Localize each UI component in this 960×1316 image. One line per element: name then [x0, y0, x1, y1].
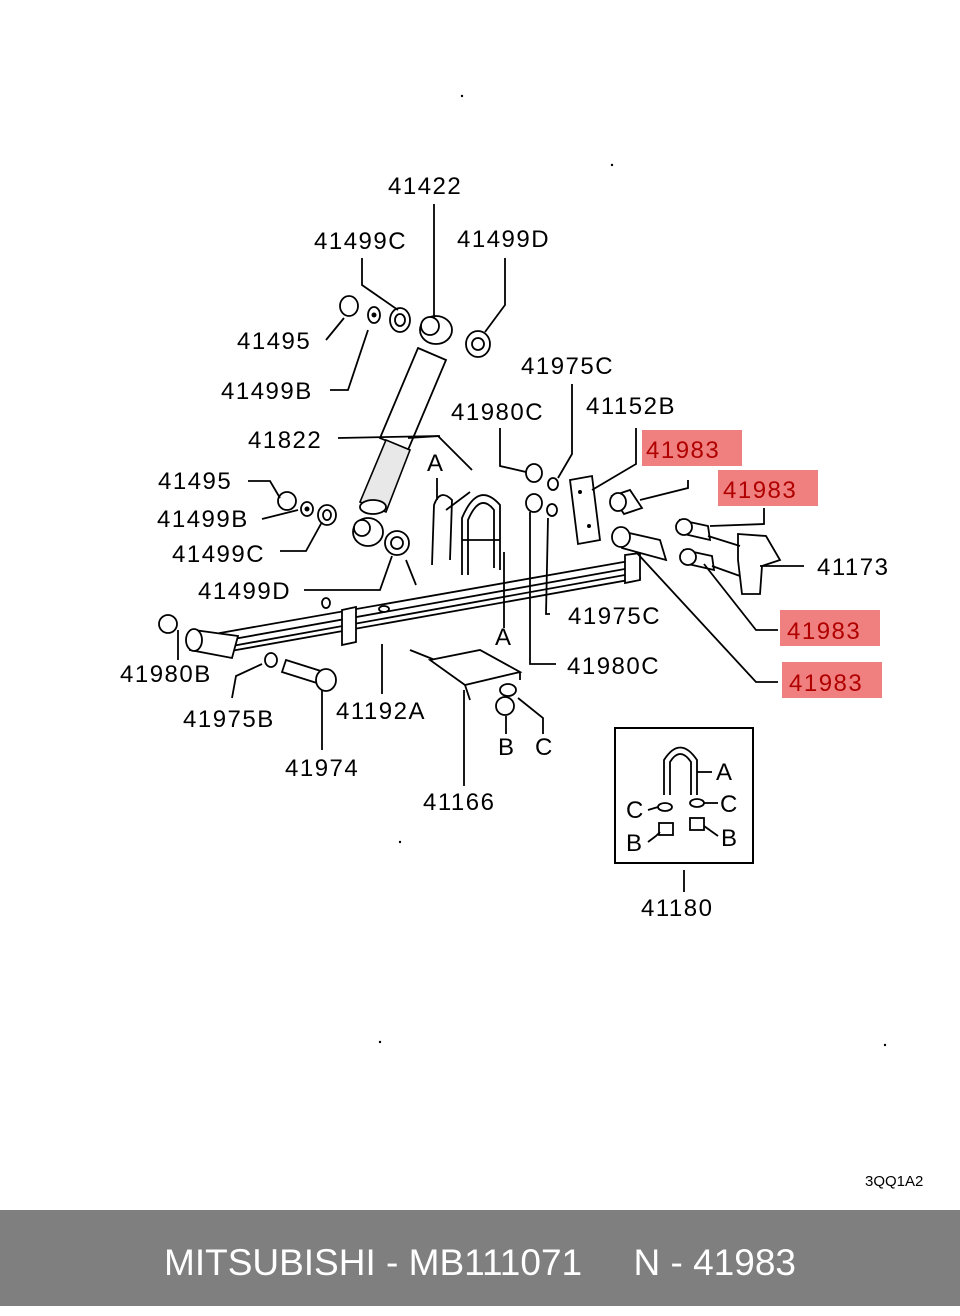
footer-bar: MITSUBISHI - MB111071 N - 41983 [0, 1210, 960, 1306]
figure-code: 3QQ1A2 [865, 1173, 923, 1190]
label-41975c-mid: 41975C [568, 603, 661, 630]
label-41980c-top: 41980C [451, 399, 544, 426]
highlight-box-1 [642, 430, 742, 466]
label-a-top: A [427, 450, 443, 477]
part-labels: 41422 41499C 41499D 41495 41499B 41975C … [120, 173, 923, 1190]
label-41495-mid: 41495 [158, 468, 232, 495]
label-41975c-top: 41975C [521, 353, 614, 380]
inset-label-b-right: B [721, 825, 737, 852]
highlight-box-2 [718, 470, 818, 506]
label-41975b: 41975B [183, 706, 275, 733]
highlight-41983-4: 41983 [789, 670, 863, 697]
highlight-41983-1: 41983 [646, 437, 720, 464]
inset-label-c-right: C [720, 791, 737, 818]
label-41499d-mid: 41499D [198, 578, 291, 605]
leaf-spring [185, 551, 642, 660]
label-41499b-mid: 41499B [157, 506, 249, 533]
inset-label-a: A [716, 759, 732, 786]
label-41152b: 41152B [586, 393, 676, 420]
highlight-41983-2: 41983 [723, 477, 797, 504]
spring-seat-41166 [409, 649, 523, 701]
label-c-bottom: C [535, 734, 552, 761]
inset-label-b-left: B [626, 830, 642, 857]
label-41822: 41822 [248, 427, 322, 454]
shackle-bushings [609, 488, 716, 572]
label-41495-top: 41495 [237, 328, 311, 355]
label-a-bottom: A [495, 624, 511, 651]
washer-41975b [264, 652, 278, 668]
mid-bushings [277, 463, 559, 556]
label-41499d-top: 41499D [457, 226, 550, 253]
bolt-41974 [280, 658, 337, 692]
nut-washer-bc [495, 683, 517, 716]
parts-diagram: 41422 41499C 41499D 41495 41499B 41975C … [120, 94, 923, 1190]
inset-label-c-left: C [626, 797, 643, 824]
highlight-box-4 [782, 662, 882, 698]
label-41499c-mid: 41499C [172, 541, 265, 568]
bracket-41152b [569, 474, 601, 546]
label-41180: 41180 [641, 895, 713, 922]
label-b-bottom: B [498, 734, 514, 761]
highlight-box-3 [780, 610, 880, 646]
inset-box-41180 [614, 727, 754, 864]
highlighted-labels: 41983 41983 41983 41983 [642, 430, 882, 698]
leader-lines [177, 204, 804, 892]
label-41166: 41166 [423, 789, 495, 816]
bushing-41980b [158, 614, 178, 634]
top-bushings [339, 295, 491, 358]
shock-absorber [352, 315, 453, 547]
label-41980c-mid: 41980C [567, 653, 660, 680]
highlight-41983-3: 41983 [787, 618, 861, 645]
u-bolts [431, 491, 501, 575]
scan-dots [378, 94, 887, 1047]
label-41499c-top: 41499C [314, 228, 407, 255]
shackle-41173 [707, 533, 782, 595]
label-41173: 41173 [817, 554, 889, 581]
label-41422: 41422 [388, 173, 462, 200]
footer-part-title: MITSUBISHI - MB111071 N - 41983 [164, 1242, 796, 1283]
label-41974: 41974 [285, 755, 359, 782]
label-41980b: 41980B [120, 661, 212, 688]
label-41499b-top: 41499B [221, 378, 313, 405]
label-41192a: 41192A [336, 698, 426, 725]
